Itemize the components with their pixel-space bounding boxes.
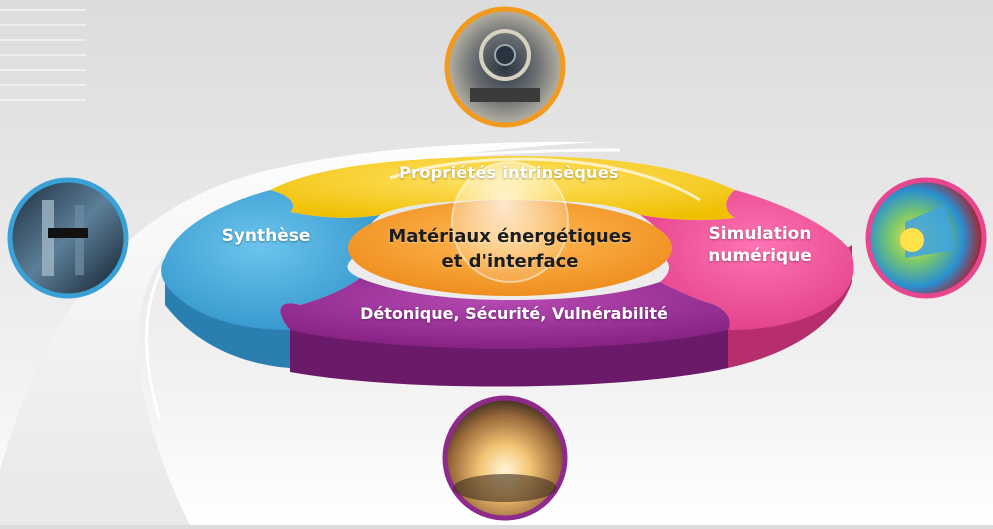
- decorative-lines: [0, 9, 86, 101]
- center-label: Matériaux énergétiques et d'interface: [388, 226, 632, 272]
- machine-photo-icon: [444, 6, 566, 128]
- explosion-photo-icon: [442, 395, 568, 521]
- sweep-arc: [0, 141, 600, 525]
- segment-label-proprietes: Propriétés intrinsèques: [399, 163, 619, 182]
- segment-left: [161, 190, 380, 330]
- segment-label-simulation: Simulation numérique: [708, 224, 812, 266]
- simulation-photo-icon: [865, 177, 987, 299]
- glass-bubble: [451, 161, 569, 283]
- apparatus-photo-icon: [7, 177, 129, 299]
- segment-label-synthese: Synthèse: [221, 226, 311, 246]
- segment-bottom: [280, 278, 730, 349]
- segment-label-detonique: Détonique, Sécurité, Vulnérabilité: [360, 304, 668, 323]
- segment-right: [640, 190, 854, 330]
